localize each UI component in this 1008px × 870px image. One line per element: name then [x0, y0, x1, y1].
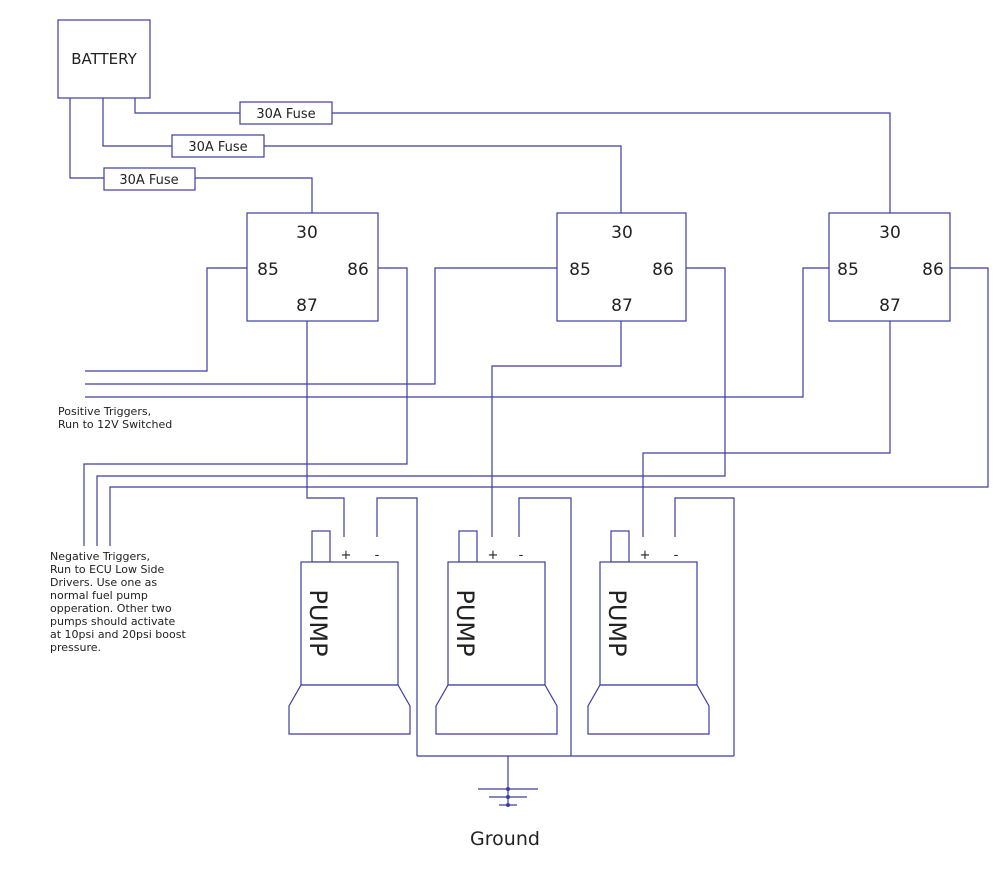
- pump-plus-label: +: [488, 548, 499, 563]
- note-line: opperation. Other two: [50, 602, 172, 615]
- negative-trigger-note: Negative Triggers, Run to ECU Low Side D…: [50, 550, 186, 654]
- pump-1: + - PUMP: [288, 530, 411, 735]
- relay-2: 30 85 86 87: [556, 212, 687, 322]
- fuse-3: 30A Fuse: [103, 167, 196, 191]
- pump-minus-label: -: [674, 548, 679, 563]
- battery: BATTERY: [57, 19, 151, 99]
- note-line: Positive Triggers,: [58, 405, 151, 418]
- note-line: Run to ECU Low Side: [50, 563, 164, 576]
- note-line: Drivers. Use one as: [50, 576, 157, 589]
- relay-3: 30 85 86 87: [828, 212, 951, 322]
- ground-bus-wires: [376, 497, 735, 805]
- pump-minus-label: -: [519, 548, 524, 563]
- fuse-2: 30A Fuse: [171, 134, 265, 158]
- ground-label: Ground: [470, 828, 540, 850]
- note-line: normal fuel pump: [50, 589, 148, 602]
- relay-pin-87: 87: [611, 296, 633, 316]
- pump-3: + - PUMP: [587, 530, 710, 735]
- pump-plus-label: +: [341, 548, 352, 563]
- relay-pin-30: 30: [296, 223, 318, 243]
- pump-label: PUMP: [451, 589, 479, 656]
- relay-pin-85: 85: [569, 260, 591, 280]
- positive-trigger-wires: [85, 267, 829, 398]
- relay-pin-85: 85: [837, 260, 859, 280]
- relay-pin-87: 87: [879, 296, 901, 316]
- relay-pin-30: 30: [879, 223, 901, 243]
- note-line: Negative Triggers,: [50, 550, 150, 563]
- relay-pin-86: 86: [347, 260, 369, 280]
- relay-pin-85: 85: [257, 260, 279, 280]
- relay-pin-86: 86: [922, 260, 944, 280]
- pump-label: PUMP: [304, 589, 332, 656]
- battery-feed-wires: [69, 98, 891, 213]
- fuse-label: 30A Fuse: [119, 173, 178, 188]
- battery-label: BATTERY: [71, 50, 137, 68]
- relay-pin-30: 30: [611, 223, 633, 243]
- pump-label: PUMP: [603, 589, 631, 656]
- positive-trigger-note: Positive Triggers, Run to 12V Switched: [58, 405, 172, 431]
- note-line: pumps should activate: [50, 615, 176, 628]
- negative-trigger-wires: [83, 267, 989, 546]
- note-line: pressure.: [50, 641, 101, 654]
- relay-pin-86: 86: [652, 260, 674, 280]
- pump-plus-label: +: [640, 548, 651, 563]
- pump-positive-wires: [306, 321, 891, 537]
- relay-1: 30 85 86 87: [246, 212, 379, 322]
- fuse-label: 30A Fuse: [188, 140, 247, 155]
- pump-minus-label: -: [375, 548, 380, 563]
- relay-pin-87: 87: [296, 296, 318, 316]
- fuse-label: 30A Fuse: [256, 107, 315, 122]
- note-line: Run to 12V Switched: [58, 418, 172, 431]
- ground-symbol: Ground: [470, 787, 540, 850]
- note-line: at 10psi and 20psi boost: [50, 628, 186, 641]
- fuse-1: 30A Fuse: [239, 101, 333, 125]
- pump-2: + - PUMP: [435, 530, 558, 735]
